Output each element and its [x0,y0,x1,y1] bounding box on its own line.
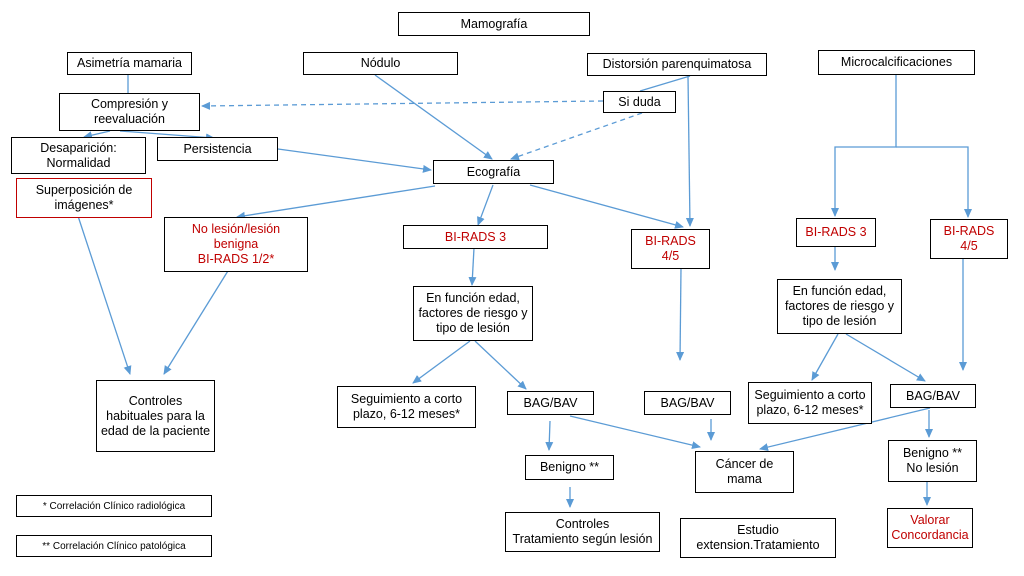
node-birads3-micro: BI-RADS 3 [796,218,876,247]
node-estudio-extension: Estudio extension.Tratamiento [680,518,836,558]
node-si-duda: Si duda [603,91,676,113]
node-seguimiento-micro: Seguimiento a corto plazo, 6-12 meses* [748,382,872,424]
arrow-birads3-funcion [468,247,477,286]
arrow-siduda-ecografia [510,112,643,161]
node-funcion-micro: En función edad, factores de riesgo y ti… [777,279,902,334]
node-superposicion: Superposición de imágenes* [16,178,152,218]
node-compresion: Compresión y reevaluación [59,93,200,131]
arrow-nolesion-controles [163,265,232,375]
node-funcion-ecografia: En función edad, factores de riesgo y ti… [413,286,533,341]
arrow-bagmicro-cancer [759,407,931,452]
node-cancer-mama: Cáncer de mama [695,451,794,493]
arrow-ecografia-birads3 [477,184,494,226]
arrow-distorsion-birads45 [685,75,694,227]
arrow-bag-cancer [569,415,701,450]
arrow-compresion-persistencia [119,130,215,142]
line-microcalc-branch-right [896,146,972,218]
node-controles-habituales: Controles habituales para la edad de la … [96,380,215,452]
arrow-nodulo-ecografia [374,74,493,160]
node-no-lesion-birads12: No lesión/lesión benigna BI-RADS 1/2* [164,217,308,272]
arrow-funcion-bag [474,340,527,390]
arrow-persistencia-ecografia [277,148,432,173]
arrow-ecografia-nolesion [236,185,436,220]
footnote-correlacion-radiologica: * Correlación Clínico radiológica [16,495,212,517]
node-controles-tratamiento: Controles Tratamiento según lesión [505,512,660,552]
node-mamografia: Mamografía [398,12,590,36]
node-desaparicion: Desaparición: Normalidad [11,137,146,174]
footnote-correlacion-patologica: ** Correlación Clínico patológica [16,535,212,557]
node-distorsion: Distorsión parenquimatosa [587,53,767,76]
arrow-funcionmicro-seguimiento [811,333,839,381]
arrow-funcion-seguimiento [412,340,471,384]
node-ecografia: Ecografía [433,160,554,184]
node-birads3-ecografia: BI-RADS 3 [403,225,548,249]
arrow-ecografia-birads45 [529,184,684,229]
node-birads45-ecografia: BI-RADS 4/5 [631,229,710,269]
node-seguimiento-ecografia: Seguimiento a corto plazo, 6-12 meses* [337,386,476,428]
arrow-siduda-compresion [201,100,604,110]
node-valorar-concordancia: Valorar Concordancia [887,508,973,548]
node-birads45-micro: BI-RADS 4/5 [930,219,1008,259]
arrow-superposicion-controles [77,215,132,375]
line-distorsion-siduda [639,75,691,92]
arrow-bag-benigno [545,420,554,451]
line-microcalc-branch [831,75,897,217]
arrow-compresion-desaparicion [83,130,111,140]
node-bag-directa: BAG/BAV [644,391,731,415]
arrow-funcionmicro-bag [845,333,926,382]
node-asimetria-mamaria: Asimetría mamaria [67,52,192,75]
node-microcalcificaciones: Microcalcificaciones [818,50,975,75]
node-bag-ecografia: BAG/BAV [507,391,594,415]
node-nodulo: Nódulo [303,52,458,75]
node-bag-micro: BAG/BAV [890,384,976,408]
node-benigno-ecografia: Benigno ** [525,455,614,480]
node-persistencia: Persistencia [157,137,278,161]
node-benigno-micro: Benigno ** No lesión [888,440,977,482]
arrow-birads45-bagdirect [676,267,685,361]
